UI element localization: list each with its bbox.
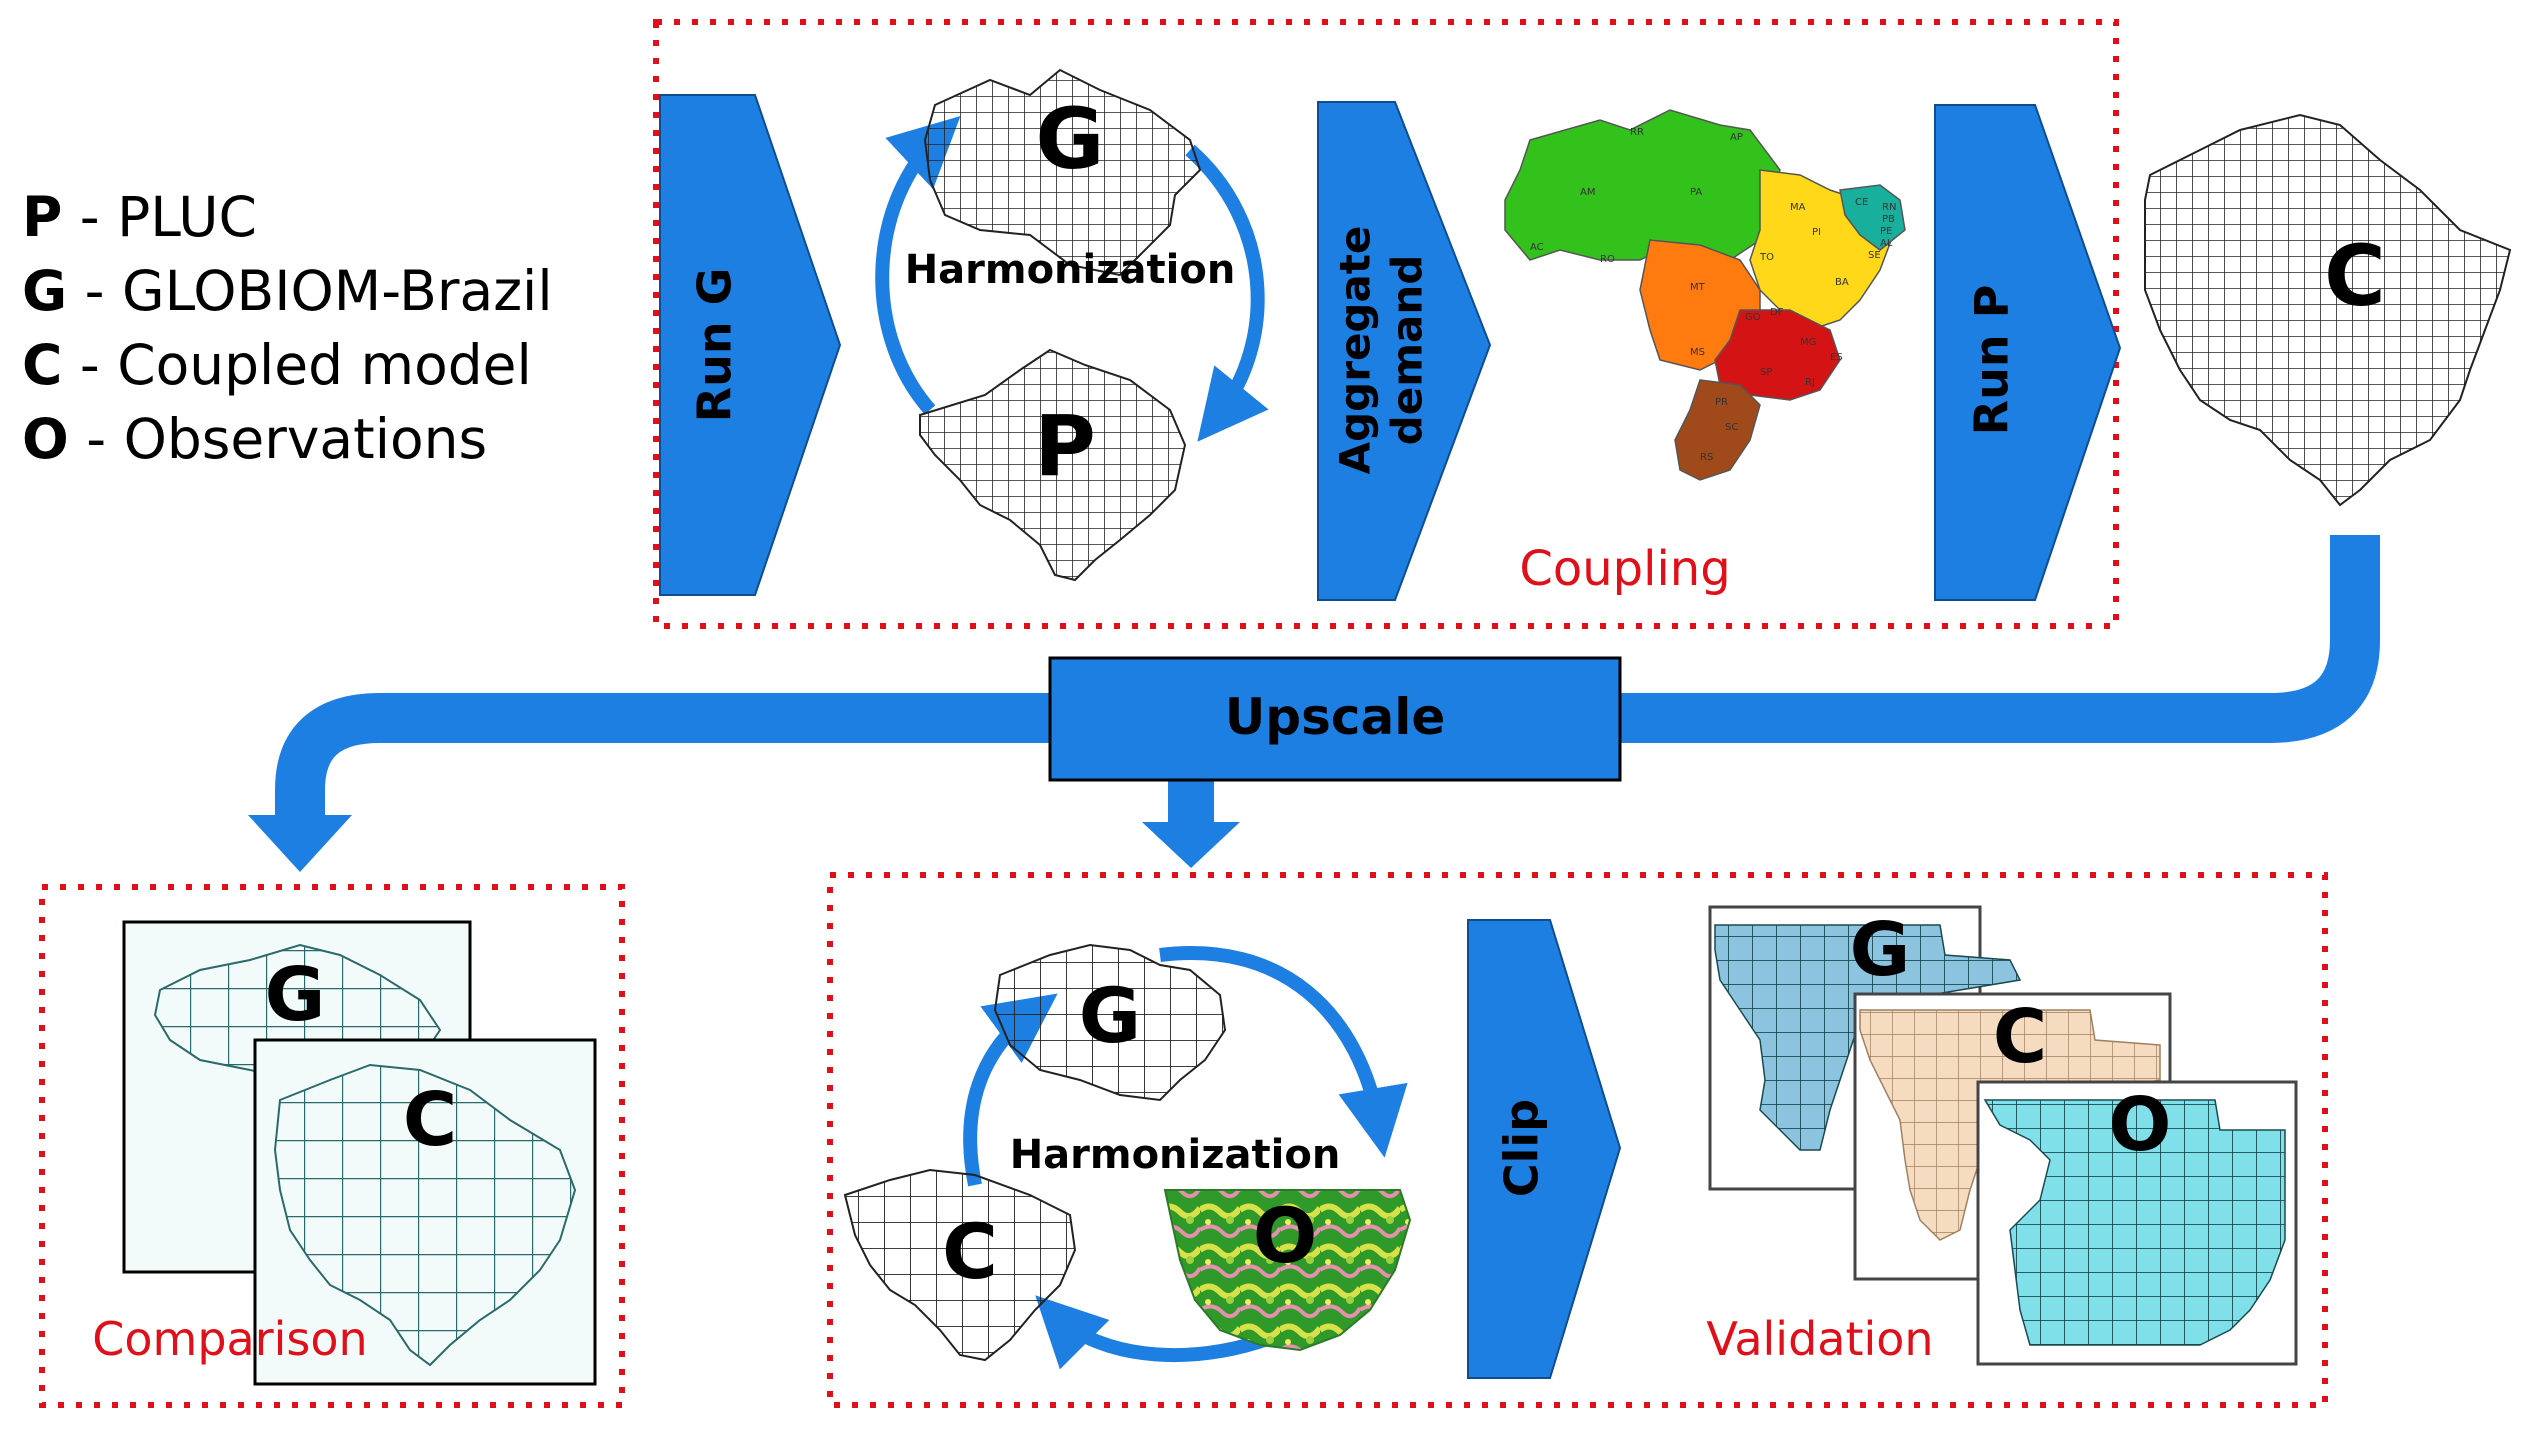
brazil-states-map: RR AP AM PA MA CE RN PB PE AL SE PI AC R…	[1504, 109, 1906, 481]
map-letter-val-o: O	[1253, 1191, 1318, 1280]
harmonization-bottom-label: Harmonization	[1010, 1132, 1341, 1178]
state-label: AL	[1880, 238, 1893, 249]
state-label: AM	[1580, 187, 1595, 198]
observations-map	[1163, 1189, 1412, 1352]
state-label: DF	[1770, 307, 1784, 318]
legend-item-c: C - Coupled model	[22, 333, 532, 397]
state-label: MT	[1690, 282, 1706, 293]
flow-arrow-mid	[1142, 822, 1240, 868]
run-p-label: Run P	[1965, 285, 2019, 436]
legend-item-o: O - Observations	[22, 407, 488, 471]
flow-pipe-left	[275, 693, 1050, 815]
state-label: RO	[1600, 254, 1615, 265]
comparison-box	[39, 884, 625, 1408]
brazil-map-c-top	[2144, 113, 2512, 507]
validation-label: Validation	[1706, 1312, 1933, 1366]
state-label: SE	[1868, 250, 1881, 261]
comparison-label: Comparison	[92, 1312, 367, 1366]
state-label: PA	[1690, 187, 1702, 198]
brazil-map-g-bottom	[993, 943, 1227, 1102]
map-letter-cmp-c: C	[403, 1077, 457, 1163]
region-northeast-east	[1839, 184, 1906, 251]
map-letter-val-g: G	[1079, 971, 1141, 1060]
run-p-chevron	[1934, 104, 2122, 601]
brazil-map-g-top	[923, 68, 1202, 277]
state-label: ES	[1830, 352, 1843, 363]
region-southeast	[1714, 309, 1841, 401]
panel-letter-c: C	[1993, 994, 2047, 1080]
validation-map-o-grid	[1983, 1099, 2286, 1346]
state-label: RR	[1630, 127, 1644, 138]
state-label: BA	[1835, 277, 1849, 288]
map-letter-c-top: C	[2324, 227, 2386, 325]
harmonization-bottom-arc-top	[1159, 946, 1408, 1158]
map-letter-p: P	[1034, 397, 1096, 495]
validation-map-g-grid	[1714, 924, 2022, 1151]
aggregate-label-line1: Aggregate	[1331, 226, 1380, 475]
state-label: MA	[1790, 202, 1806, 213]
map-letter-val-c: C	[942, 1207, 998, 1296]
state-label: PB	[1882, 214, 1895, 225]
state-label: PI	[1812, 227, 1821, 238]
harmonization-top-label: Harmonization	[905, 247, 1236, 293]
validation-map-c-grid	[1859, 1009, 2161, 1241]
state-label: SP	[1760, 367, 1772, 378]
coupling-box	[653, 19, 2119, 629]
upscale-label: Upscale	[1225, 688, 1446, 746]
state-label: AP	[1730, 132, 1743, 143]
flow-stem-mid	[1168, 780, 1214, 822]
panel-letter-g: G	[1850, 907, 1911, 993]
coupling-label: Coupling	[1519, 541, 1730, 597]
state-label: MS	[1690, 347, 1705, 358]
state-label: PE	[1880, 226, 1892, 237]
brazil-map-c-bottom	[843, 1168, 1077, 1362]
harmonization-top-arc-right	[1185, 144, 1269, 442]
state-label: RJ	[1805, 377, 1815, 388]
validation-box	[827, 872, 2328, 1408]
clip-chevron	[1467, 919, 1622, 1379]
map-letter-g-top: G	[1036, 90, 1105, 188]
legend-item-g: G - GLOBIOM-Brazil	[22, 259, 553, 323]
flow-pipe-right	[1620, 535, 2380, 743]
state-label: PR	[1715, 397, 1728, 408]
run-g-label: Run G	[688, 268, 742, 423]
state-label: CE	[1855, 197, 1868, 208]
comparison-map-c	[273, 1063, 577, 1367]
state-label: SC	[1725, 422, 1738, 433]
state-label: RN	[1882, 202, 1896, 213]
legend-item-p: P - PLUC	[22, 185, 257, 249]
flow-arrow-left	[248, 815, 352, 872]
map-letter-cmp-g: G	[265, 952, 326, 1038]
brazil-map-p	[919, 348, 1187, 582]
region-south	[1674, 379, 1761, 481]
legend: P - PLUC G - GLOBIOM-Brazil C - Coupled …	[22, 180, 553, 476]
run-g-chevron	[659, 94, 842, 596]
state-label: GO	[1745, 312, 1761, 323]
panel-letter-o: O	[2109, 1082, 2172, 1168]
aggregate-demand-chevron	[1317, 101, 1492, 601]
state-label: AC	[1530, 242, 1544, 253]
aggregate-label-line2: demand	[1383, 255, 1432, 446]
upscale-box	[1048, 656, 1622, 782]
state-label: MG	[1800, 337, 1816, 348]
state-label: RS	[1700, 452, 1713, 463]
state-label: TO	[1759, 252, 1774, 263]
harmonization-top-arc-left	[875, 115, 961, 415]
clip-label: Clip	[1495, 1099, 1549, 1197]
